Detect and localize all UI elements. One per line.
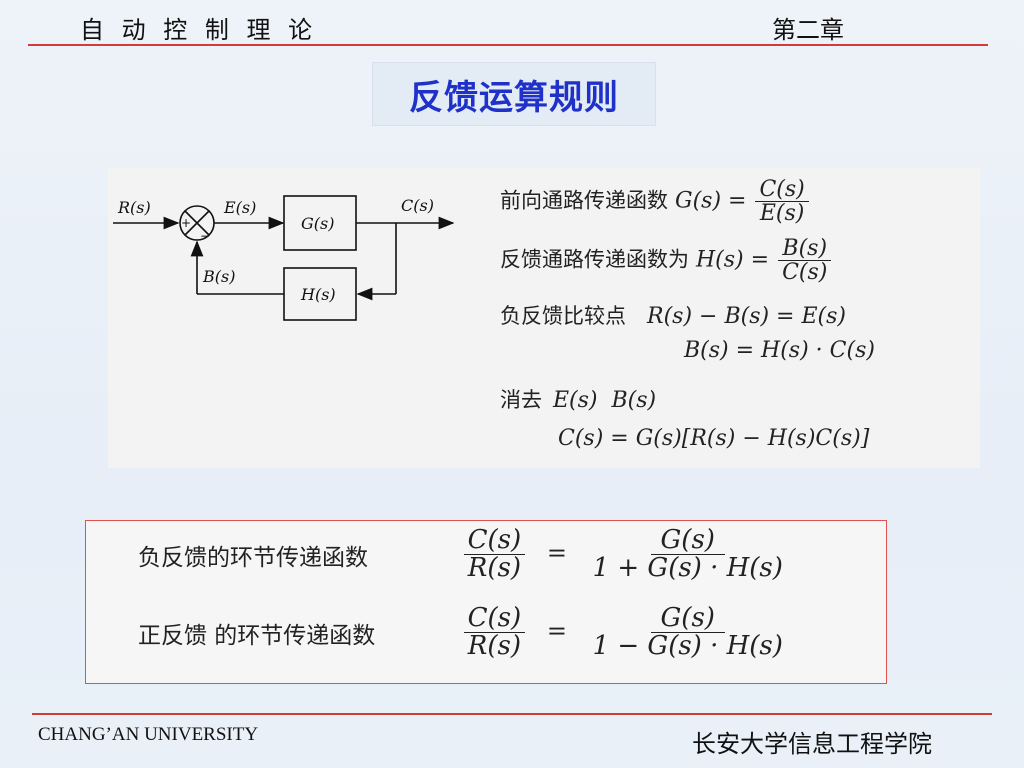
feedback-fraction: B(s) C(s) bbox=[778, 237, 832, 286]
positive-feedback-row: 正反馈 的环节传递函数 C(s) R(s) = G(s) 1 − G(s) · … bbox=[138, 604, 789, 662]
positive-rhs-denominator: 1 − G(s) · H(s) bbox=[592, 631, 783, 662]
positive-lhs-fraction: C(s) R(s) bbox=[463, 604, 526, 662]
forward-path-formula: 前向通路传递函数 G(s) = C(s) E(s) bbox=[500, 178, 811, 225]
footer-divider bbox=[32, 713, 992, 715]
feedback-block-label: H(s) bbox=[300, 285, 336, 304]
substituted-equation: C(s) = G(s)[R(s) − H(s)C(s)] bbox=[558, 426, 870, 451]
forward-denominator: E(s) bbox=[759, 201, 805, 227]
positive-feedback-label: 正反馈 的环节传递函数 bbox=[138, 622, 376, 649]
negative-lhs-numerator: C(s) bbox=[463, 526, 526, 556]
comparison-equation-2: B(s) = H(s) · C(s) bbox=[684, 338, 875, 363]
positive-rhs-numerator: G(s) bbox=[650, 604, 725, 634]
comparison-equation-2-row: B(s) = H(s) · C(s) bbox=[684, 338, 875, 363]
forward-equals: = bbox=[728, 188, 747, 214]
slide-title-box: 反馈运算规则 bbox=[372, 62, 656, 126]
positive-lhs-denominator: R(s) bbox=[467, 631, 522, 662]
feedback-denominator: C(s) bbox=[782, 260, 828, 286]
feedback-numerator: B(s) bbox=[778, 237, 832, 262]
sum-minus-sign: − bbox=[200, 229, 210, 243]
course-title: 自 动 控 制 理 论 bbox=[80, 16, 318, 44]
feedback-signal-label: B(s) bbox=[202, 267, 235, 286]
university-name: CHANG’AN UNIVERSITY bbox=[38, 724, 259, 745]
positive-rhs-fraction: G(s) 1 − G(s) · H(s) bbox=[589, 604, 787, 662]
forward-lhs: G(s) bbox=[675, 188, 722, 214]
substituted-equation-row: C(s) = G(s)[R(s) − H(s)C(s)] bbox=[558, 426, 869, 451]
comparison-point-formula: 负反馈比较点 R(s) − B(s) = E(s) bbox=[500, 300, 846, 330]
comparison-point-label: 负反馈比较点 bbox=[500, 304, 626, 328]
negative-equals: = bbox=[546, 539, 567, 568]
negative-lhs-denominator: R(s) bbox=[467, 553, 522, 584]
input-label: R(s) bbox=[117, 198, 151, 217]
feedback-lhs: H(s) bbox=[696, 247, 744, 273]
school-name: 长安大学信息工程学院 bbox=[692, 730, 932, 758]
positive-lhs-numerator: C(s) bbox=[463, 604, 526, 634]
negative-rhs-numerator: G(s) bbox=[650, 526, 725, 556]
comparison-equation-1: R(s) − B(s) = E(s) bbox=[647, 304, 846, 329]
negative-lhs-fraction: C(s) R(s) bbox=[463, 526, 526, 584]
negative-feedback-label: 负反馈的环节传递函数 bbox=[138, 544, 368, 571]
eliminate-label: 消去 bbox=[500, 388, 542, 412]
forward-numerator: C(s) bbox=[755, 178, 809, 203]
sum-plus-sign: + bbox=[181, 216, 191, 230]
feedback-path-formula: 反馈通路传递函数为 H(s) = B(s) C(s) bbox=[500, 237, 833, 284]
eliminate-variables: E(s) B(s) bbox=[553, 388, 657, 413]
negative-feedback-row: 负反馈的环节传递函数 C(s) R(s) = G(s) 1 + G(s) · H… bbox=[138, 526, 789, 584]
negative-rhs-denominator: 1 + G(s) · H(s) bbox=[592, 553, 783, 584]
slide-title: 反馈运算规则 bbox=[409, 77, 619, 118]
feedback-path-label: 反馈通路传递函数为 bbox=[500, 247, 689, 272]
forward-block-label: G(s) bbox=[301, 214, 334, 233]
error-label: E(s) bbox=[223, 198, 256, 217]
feedback-equals: = bbox=[750, 247, 770, 273]
forward-fraction: C(s) E(s) bbox=[755, 178, 809, 227]
chapter-label: 第二章 bbox=[772, 16, 844, 44]
forward-path-label: 前向通路传递函数 bbox=[500, 188, 668, 213]
scanned-content-area bbox=[108, 168, 980, 468]
eliminate-row: 消去 E(s) B(s) bbox=[500, 384, 656, 414]
positive-equals: = bbox=[546, 617, 567, 646]
output-label: C(s) bbox=[401, 196, 434, 215]
result-box: 负反馈的环节传递函数 C(s) R(s) = G(s) 1 + G(s) · H… bbox=[85, 520, 887, 684]
negative-rhs-fraction: G(s) 1 + G(s) · H(s) bbox=[589, 526, 787, 584]
feedback-block-diagram: R(s) E(s) G(s) C(s) B(s) H(s) + − bbox=[113, 195, 455, 321]
header-divider bbox=[28, 44, 988, 46]
